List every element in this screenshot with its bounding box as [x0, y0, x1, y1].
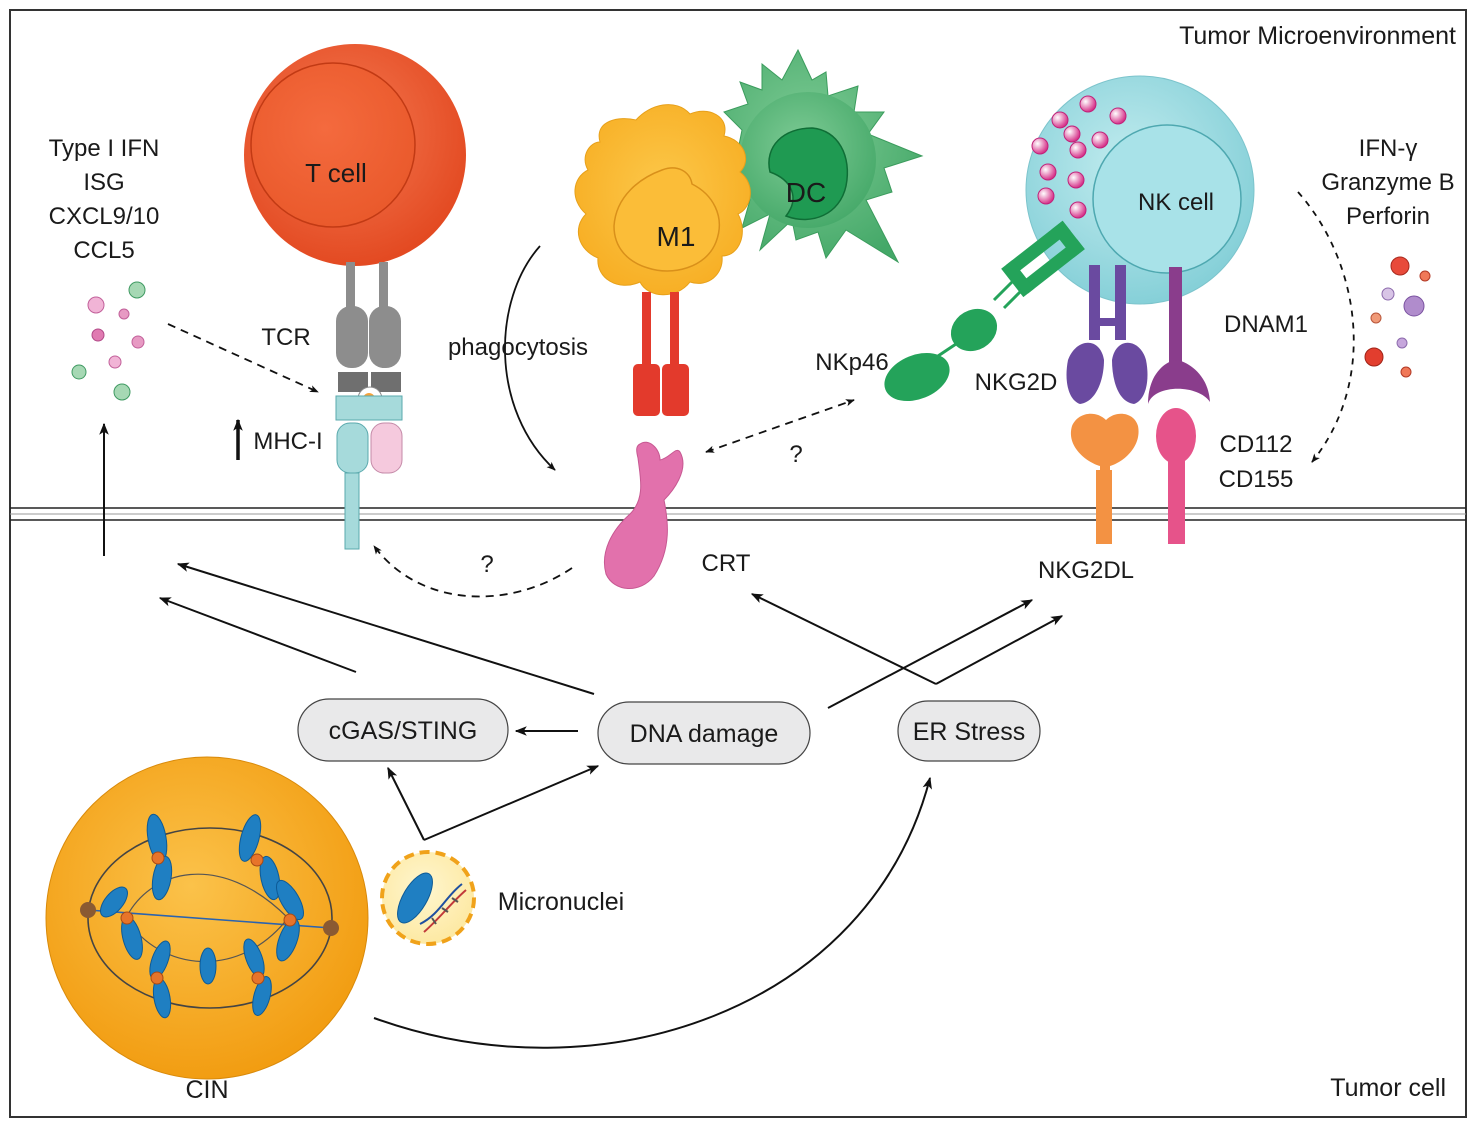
nkg2dl-label: NKG2DL — [1038, 557, 1134, 584]
cd112-label: CD112 — [1220, 431, 1293, 458]
phagocytosis-arrow — [504, 245, 556, 471]
cytokine-particles-right — [1364, 256, 1431, 378]
m1-macrophage: M1 — [574, 104, 751, 296]
cin-label: CIN — [185, 1076, 228, 1104]
micronucleus — [380, 850, 476, 946]
mhc-i-label: MHC-I — [253, 428, 322, 455]
unknown-mark-lower: ? — [480, 551, 493, 578]
cytokine-label: CCL5 — [73, 237, 134, 264]
cd155-ligand — [1156, 408, 1196, 544]
er-stress-node: ER Stress — [897, 700, 1041, 762]
cytokine-label: ISG — [83, 169, 124, 196]
cd155-label: CD155 — [1219, 466, 1294, 493]
cytokine-label: Perforin — [1346, 203, 1430, 230]
t-cell: T cell — [244, 44, 466, 266]
dna-damage-node: DNA damage — [597, 701, 811, 765]
nkg2d-receptor — [1066, 265, 1148, 404]
nk-granules — [1031, 95, 1127, 219]
cytokines-left: Type I IFN ISG CXCL9/10 CCL5 — [49, 135, 160, 264]
crt-receptor — [633, 292, 689, 416]
centromeres — [120, 851, 297, 985]
signaling-arrows — [158, 562, 1064, 1049]
er-stress-label: ER Stress — [913, 718, 1026, 746]
dna-helix-icon — [419, 883, 467, 933]
dc-label: DC — [786, 177, 826, 208]
cytokine-label: CXCL9/10 — [49, 203, 160, 230]
m1-label: M1 — [657, 221, 696, 252]
nk-cell: NK cell — [1025, 75, 1255, 305]
nkg2dl-ligand — [1070, 413, 1139, 544]
unknown-mark-upper: ? — [789, 441, 802, 468]
cell-membrane — [10, 507, 1466, 521]
crt-protein — [604, 441, 684, 589]
cgas-sting-label: cGAS/STING — [329, 717, 478, 745]
dna-damage-label: DNA damage — [630, 720, 779, 748]
nkp46-label: NKp46 — [815, 349, 888, 376]
phagocytosis-label: phagocytosis — [448, 334, 588, 361]
nk-cell-label: NK cell — [1138, 189, 1214, 216]
cytokine-label: IFN-γ — [1359, 135, 1418, 162]
nk-secretion-arrow — [1297, 191, 1355, 463]
t-cell-label: T cell — [305, 158, 367, 188]
dendritic-cell: DC — [712, 48, 924, 264]
nkg2d-label: NKG2D — [975, 369, 1058, 396]
region-label-tumor-cell: Tumor cell — [1330, 1074, 1446, 1102]
cytokines-right: IFN-γ Granzyme B Perforin — [1321, 135, 1454, 230]
cytokine-particles-left — [71, 281, 146, 401]
micronuclei-label: Micronuclei — [498, 888, 624, 916]
crt-nkp46-double-arrow — [705, 399, 855, 453]
tcr-receptor — [336, 262, 401, 392]
cytokine-label: Granzyme B — [1321, 169, 1454, 196]
region-label-microenvironment: Tumor Microenvironment — [1179, 22, 1456, 50]
cytokine-label: Type I IFN — [49, 135, 160, 162]
dnam1-receptor — [1148, 267, 1210, 404]
tcr-label: TCR — [261, 324, 310, 351]
cin-cell — [45, 756, 369, 1080]
figure-frame — [9, 9, 1467, 1118]
mhc-i-complex — [335, 386, 403, 550]
cgas-sting-node: cGAS/STING — [297, 698, 509, 762]
dnam1-label: DNAM1 — [1224, 311, 1308, 338]
crt-to-mhc-arrow — [373, 545, 573, 598]
nkp46-receptor — [884, 220, 1085, 402]
crt-label: CRT — [702, 550, 751, 577]
